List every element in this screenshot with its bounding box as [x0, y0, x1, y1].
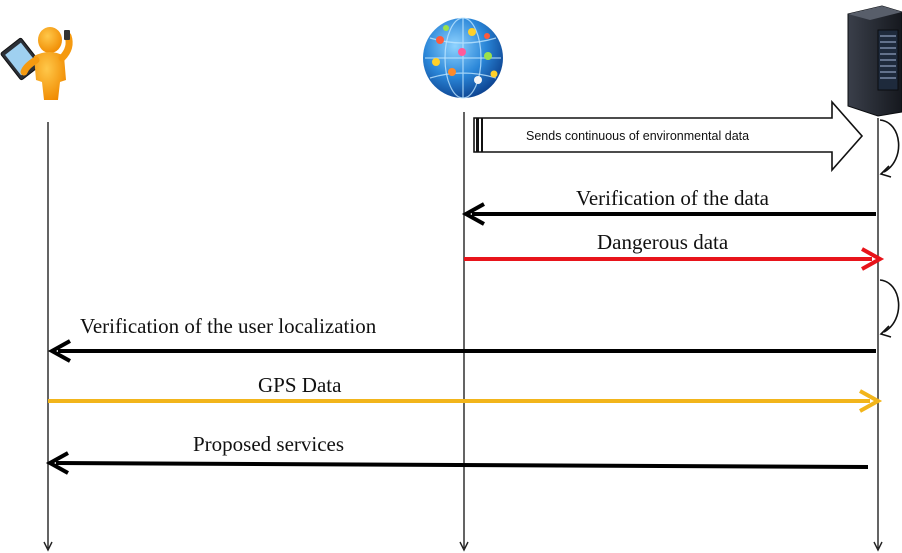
- message-gps-data: GPS Data: [48, 373, 883, 413]
- message-dangerous-data: Dangerous data: [464, 230, 885, 271]
- message-verification-data: Verification of the data: [461, 186, 876, 226]
- lifelines: [43, 112, 883, 552]
- lifeline-sensor-network-arrow: [459, 541, 469, 552]
- lifeline-server-arrow: [873, 541, 883, 552]
- message-environmental-data-label: Sends continuous of environmental data: [526, 129, 749, 143]
- self-loop-server-2: [879, 279, 900, 338]
- message-gps-data-label: GPS Data: [258, 373, 342, 397]
- message-dangerous-data-label: Dangerous data: [597, 230, 729, 254]
- message-verification-data-label: Verification of the data: [576, 186, 770, 210]
- message-proposed-services: Proposed services: [45, 432, 869, 475]
- lifeline-user-arrow: [43, 541, 53, 552]
- globe-network-icon: [423, 17, 503, 99]
- message-verification-user-localization-label: Verification of the user localization: [80, 314, 377, 338]
- message-verification-user-localization: Verification of the user localization: [47, 314, 876, 363]
- person-with-tablet-icon: [0, 27, 73, 100]
- server-tower-icon: [847, 5, 902, 117]
- message-proposed-services-label: Proposed services: [193, 432, 344, 456]
- self-loop-server-1: [879, 119, 900, 178]
- message-environmental-data: Sends continuous of environmental data: [473, 99, 864, 173]
